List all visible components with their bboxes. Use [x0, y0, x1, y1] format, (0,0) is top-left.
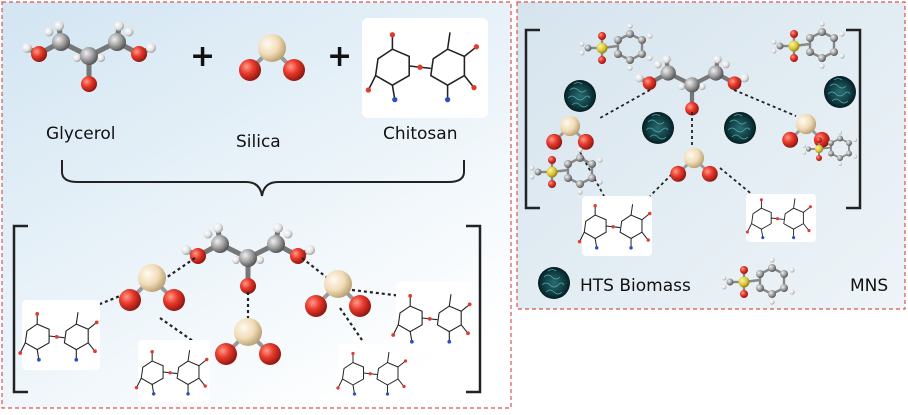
product-chitosan-card [22, 300, 100, 370]
product-chitosan-card [396, 282, 472, 354]
biomass-particle [723, 111, 757, 145]
mns-chitosan-card [746, 194, 816, 242]
mns-left-bracket [524, 28, 540, 210]
grouping-brace [61, 160, 465, 197]
biomass-particle [563, 79, 597, 113]
biomass-particle [641, 111, 675, 145]
plus-operator: + [190, 39, 216, 74]
legend-mns-label: MNS [850, 276, 889, 296]
right-bracket [466, 224, 482, 394]
silica-label: Silica [236, 132, 281, 152]
mns-chitosan-card [582, 196, 652, 256]
biomass-particle [823, 75, 857, 109]
plus-operator: + [327, 39, 353, 74]
left-bracket [12, 224, 28, 394]
product-chitosan-card [338, 344, 410, 402]
product-chitosan-card [138, 340, 210, 402]
mns-right-bracket [846, 28, 862, 210]
glycerol-label: Glycerol [46, 124, 116, 144]
legend-biomass-label: HTS Biomass [580, 276, 691, 296]
legend-biomass-icon [537, 266, 571, 300]
chitosan-label: Chitosan [383, 124, 458, 144]
